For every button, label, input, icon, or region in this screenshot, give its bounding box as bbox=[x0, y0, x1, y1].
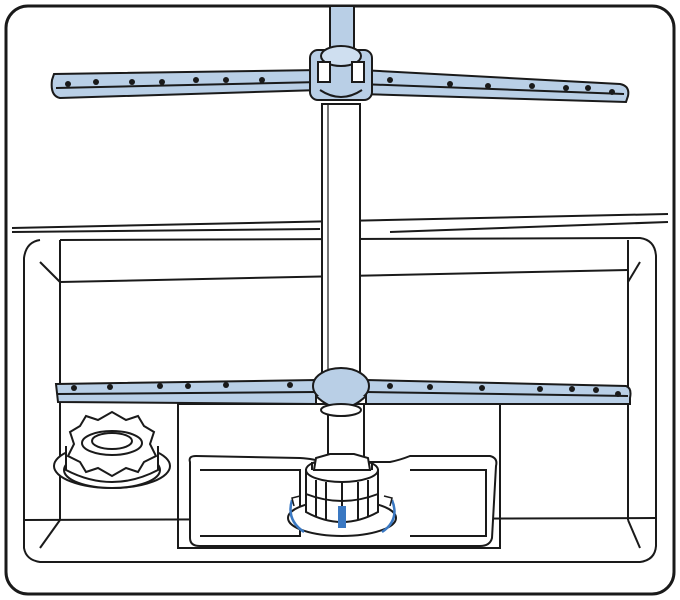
filter-assembly bbox=[287, 453, 397, 537]
upper-spray-arm bbox=[50, 45, 630, 104]
rotation-arrows bbox=[289, 495, 396, 534]
filter-lock-indicator bbox=[338, 506, 346, 528]
lower-spray-nozzles bbox=[71, 382, 621, 397]
rinse-aid-dispenser-cap bbox=[53, 410, 171, 489]
lower-spray-arm bbox=[54, 367, 632, 417]
upper-spray-nozzles bbox=[65, 77, 615, 95]
